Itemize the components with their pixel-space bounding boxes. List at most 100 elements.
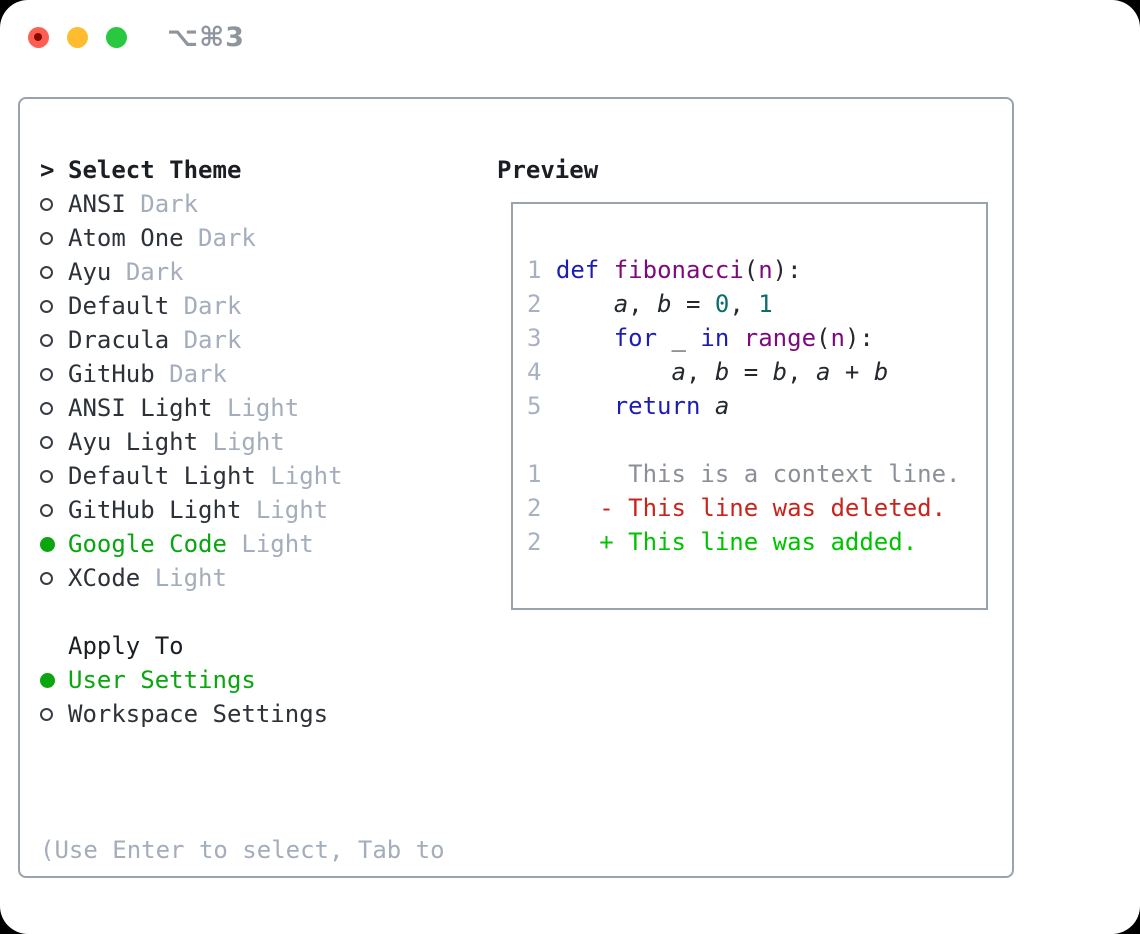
theme-option[interactable]: Ayu Light Light — [40, 425, 490, 459]
code-token — [556, 494, 599, 522]
code-token: , — [787, 358, 817, 386]
radio-icon — [40, 503, 53, 517]
radio-icon — [40, 265, 53, 279]
code-token: This is a context line. — [555, 460, 961, 488]
line-number: 2 — [527, 290, 556, 318]
code-token: return — [613, 392, 701, 420]
code-token: = — [729, 358, 773, 386]
code-token: fibonacci — [613, 256, 744, 284]
theme-option[interactable]: Default Light Light — [40, 459, 490, 493]
apply-to-option[interactable]: Workspace Settings — [40, 697, 490, 731]
select-theme-title: Select Theme — [68, 156, 242, 184]
option-label: Dracula — [68, 326, 170, 354]
option-label: ANSI — [68, 190, 126, 218]
line-number: 2 — [527, 528, 556, 556]
theme-option[interactable]: Google Code Light — [40, 527, 490, 561]
theme-option[interactable]: ANSI Dark — [40, 187, 490, 221]
focus-arrow-icon: > — [40, 156, 55, 184]
option-variant-label: Dark — [183, 326, 242, 354]
apply-to-header: Apply To — [40, 629, 490, 663]
window-shortcut-label: ⌥⌘3 — [167, 22, 245, 53]
code-token: ( — [816, 324, 831, 352]
code-token: = — [671, 290, 715, 318]
minimize-button[interactable] — [67, 27, 88, 48]
option-variant-label: Dark — [125, 258, 184, 286]
zoom-button[interactable] — [106, 27, 127, 48]
code-token: + This line was added. — [599, 528, 918, 556]
line-number: 2 — [527, 494, 556, 522]
code-token — [556, 290, 614, 318]
code-token: , — [729, 290, 759, 318]
code-line: 2 a, b = 0, 1 — [527, 287, 986, 321]
code-token: ): — [772, 256, 802, 284]
radio-icon — [40, 707, 53, 721]
code-token: b — [873, 358, 889, 386]
theme-option[interactable]: Ayu Dark — [40, 255, 490, 289]
code-token: for — [613, 324, 658, 352]
code-token: n — [758, 256, 773, 284]
code-token: n — [830, 324, 845, 352]
option-label: Google Code — [68, 530, 227, 558]
apply-to-option[interactable]: User Settings — [40, 663, 490, 697]
code-line: 1 def fibonacci(n): — [527, 253, 986, 287]
theme-list-header: > Select Theme — [40, 153, 490, 187]
code-token: ( — [743, 256, 759, 284]
code-token — [700, 392, 714, 420]
code-token: a — [816, 358, 831, 386]
keyboard-hint: (Use Enter to select, Tab to change focu… — [40, 765, 490, 934]
option-label: Default — [68, 292, 170, 320]
line-number: 3 — [527, 324, 556, 352]
option-variant-label: Light — [270, 462, 343, 490]
code-token: - This line was deleted. — [599, 494, 947, 522]
option-label: Ayu — [68, 258, 112, 286]
code-token: b — [772, 358, 788, 386]
code-line: 1 This is a context line. — [527, 457, 986, 491]
code-token: _ — [657, 324, 701, 352]
option-variant-label: Dark — [183, 292, 242, 320]
option-label: Ayu Light — [68, 428, 199, 456]
radio-icon — [40, 231, 53, 245]
preview-title: Preview — [497, 156, 599, 184]
code-token: 0 — [714, 290, 730, 318]
code-token: a — [613, 290, 629, 318]
code-line — [527, 423, 986, 457]
code-token: a — [671, 358, 686, 386]
option-variant-label: Light — [212, 428, 285, 456]
code-token: + — [830, 358, 874, 386]
hint-line: (Use Enter to select, Tab to — [40, 836, 445, 864]
theme-option[interactable]: XCode Light — [40, 561, 490, 595]
theme-option[interactable]: Default Dark — [40, 289, 490, 323]
traffic-lights — [28, 27, 127, 48]
radio-icon — [40, 401, 53, 415]
code-token: b — [714, 358, 730, 386]
option-variant-label: Light — [226, 394, 300, 422]
theme-option[interactable]: Atom One Dark — [40, 221, 490, 255]
theme-option[interactable]: GitHub Dark — [40, 357, 490, 391]
option-label: XCode — [68, 564, 141, 592]
code-token: , — [628, 290, 658, 318]
line-number: 1 — [527, 256, 556, 284]
code-token — [556, 528, 599, 556]
option-variant-label: Light — [154, 564, 227, 592]
option-variant-label: Light — [255, 496, 329, 524]
code-token — [556, 324, 614, 352]
radio-icon — [40, 197, 53, 211]
unsaved-indicator-dot — [34, 33, 42, 41]
theme-option[interactable]: Dracula Dark — [40, 323, 490, 357]
close-button[interactable] — [28, 27, 49, 48]
option-variant-label: Dark — [198, 224, 256, 252]
code-line: 2 + This line was added. — [527, 525, 986, 559]
code-token: a — [714, 392, 730, 420]
line-number: 1 — [527, 460, 556, 488]
option-label: Default Light — [68, 462, 256, 490]
theme-option[interactable]: ANSI Light Light — [40, 391, 490, 425]
option-label: Workspace Settings — [68, 700, 329, 728]
option-variant-label: Light — [241, 530, 314, 558]
theme-option[interactable]: GitHub Light Light — [40, 493, 490, 527]
code-token: 1 — [758, 290, 773, 318]
